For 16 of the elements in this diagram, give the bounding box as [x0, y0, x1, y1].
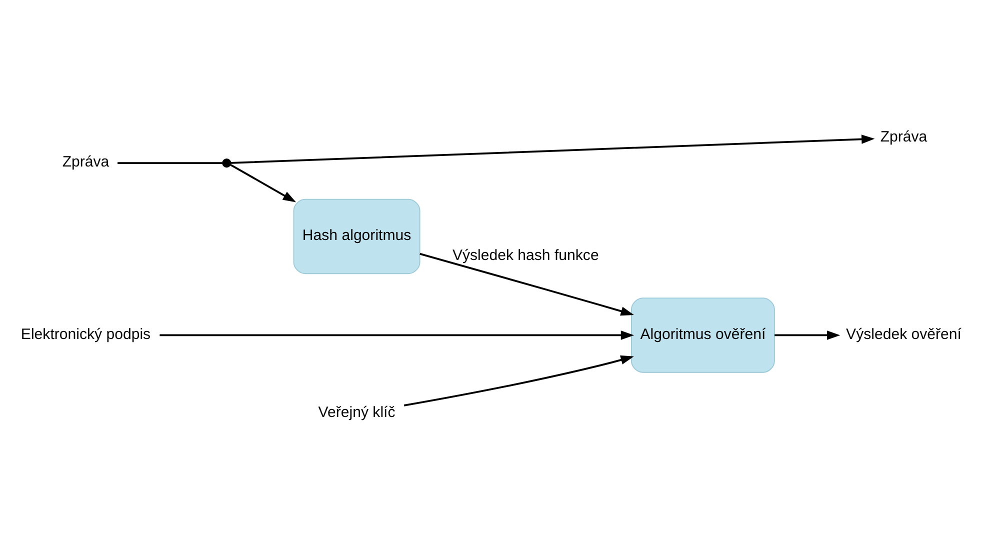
arrow	[230, 164, 296, 202]
node-text: Elektronický podpis	[20, 325, 151, 342]
arrow	[230, 134, 875, 164]
arrow	[774, 330, 840, 340]
connector	[118, 162, 222, 164]
arrow	[160, 330, 634, 340]
node-box: Algoritmus ověření	[631, 297, 775, 372]
node-text: Výsledek ověření	[846, 325, 962, 342]
node-text: Veřejný klíč	[318, 403, 396, 420]
arrow	[420, 252, 634, 316]
node-text: Zpráva	[62, 153, 110, 170]
edge-label: Výsledek hash funkce	[452, 246, 599, 264]
arrow	[404, 354, 634, 406]
node-circle	[222, 158, 232, 168]
node-text: Zpráva	[880, 128, 928, 145]
node-box: Hash algoritmus	[293, 198, 420, 274]
